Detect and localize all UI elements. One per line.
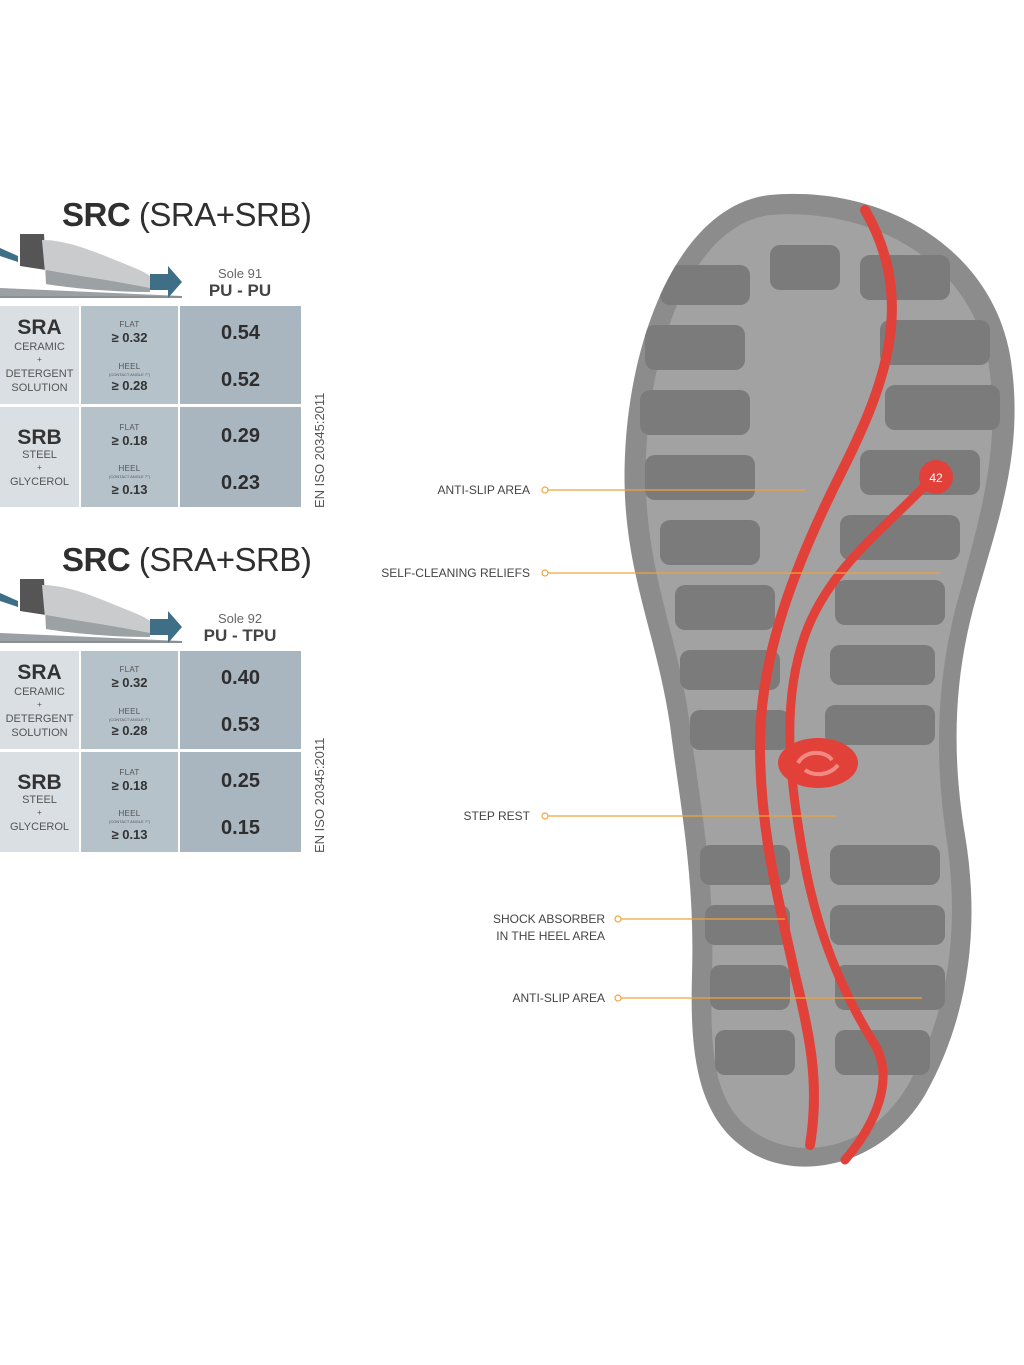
category-code: SRB (17, 771, 62, 794)
requirement-cell (81, 651, 178, 749)
heel-note: (CONTACT ANGLE 7°) (108, 372, 150, 377)
category-detail: CERAMIC (14, 341, 65, 353)
red-stripe-left (754, 205, 897, 1150)
requirement-cell (81, 752, 178, 852)
red-stripe-right (785, 470, 940, 1165)
callout-anti-slip-area-heel: ANTI-SLIP AREA (512, 991, 605, 1005)
heel-value: 0.15 (221, 817, 260, 839)
size-badge (919, 460, 953, 494)
size-mark: 42 (929, 471, 943, 485)
value-cell (180, 651, 301, 749)
heel-requirement: ≥ 0.13 (111, 482, 148, 497)
flat-value: 0.25 (221, 770, 260, 792)
heel-label: HEEL (118, 464, 141, 473)
category-detail: + (37, 355, 42, 364)
category-cell (0, 651, 79, 749)
requirement-cell (81, 407, 178, 507)
slip-resistance-panel-1: SRC (SRA+SRB) Sole 91 PU - PU SRA CERAMI… (0, 196, 340, 536)
heel-requirement: ≥ 0.28 (111, 723, 148, 738)
category-detail: DETERGENT (5, 713, 74, 725)
brand-logo-icon (778, 738, 858, 788)
category-cell (0, 407, 79, 507)
callout-line: IN THE HEEL AREA (496, 929, 605, 943)
flat-label: FLAT (119, 768, 140, 777)
callout-shock-absorber: SHOCK ABSORBER IN THE HEEL AREA (493, 911, 605, 945)
flat-value: 0.40 (221, 667, 260, 689)
sole-name: Sole 92 (217, 611, 263, 626)
heel-note: (CONTACT ANGLE 7°) (108, 474, 150, 479)
heel-note: (CONTACT ANGLE 7°) (108, 819, 150, 824)
category-code: SRB (17, 426, 62, 449)
category-code: SRA (17, 316, 62, 339)
flat-requirement: ≥ 0.18 (111, 778, 148, 793)
flat-label: FLAT (119, 665, 140, 674)
category-detail: GLYCEROL (9, 476, 70, 488)
heel-value: 0.23 (221, 472, 260, 494)
category-cell (0, 752, 79, 852)
heel-requirement: ≥ 0.28 (111, 378, 148, 393)
value-cell (180, 306, 301, 404)
heel-requirement: ≥ 0.13 (111, 827, 148, 842)
category-detail: SOLUTION (11, 382, 68, 394)
slip-resistance-panel-2: SRC (SRA+SRB) Sole 92 PU - TPU SRA CERAM… (0, 541, 340, 881)
flat-requirement: ≥ 0.32 (111, 675, 148, 690)
category-detail: SOLUTION (11, 727, 68, 739)
flat-requirement: ≥ 0.32 (111, 330, 148, 345)
heel-note: (CONTACT ANGLE 7°) (108, 717, 150, 722)
category-detail: + (37, 808, 42, 817)
flat-label: FLAT (119, 320, 140, 329)
heel-value: 0.53 (221, 714, 260, 736)
category-detail: CERAMIC (14, 686, 65, 698)
heel-label: HEEL (118, 362, 141, 371)
sole-name: Sole 91 (217, 266, 263, 281)
category-code: SRA (17, 661, 62, 684)
callout-step-rest: STEP REST (463, 809, 530, 823)
value-cell (180, 752, 301, 852)
value-cell (180, 407, 301, 507)
flat-requirement: ≥ 0.18 (111, 433, 148, 448)
category-detail: GLYCEROL (9, 821, 70, 833)
heel-label: HEEL (118, 707, 141, 716)
requirement-cell (81, 306, 178, 404)
category-detail: STEEL (22, 794, 57, 806)
flat-value: 0.29 (221, 425, 260, 447)
category-detail: DETERGENT (5, 368, 74, 380)
sole-material: PU - PU (208, 281, 272, 300)
heel-value: 0.52 (221, 369, 260, 391)
category-cell (0, 306, 79, 404)
panel-title: SRC (SRA+SRB) (62, 196, 312, 233)
flat-value: 0.54 (221, 322, 260, 344)
category-detail: + (37, 463, 42, 472)
callout-self-cleaning-reliefs: SELF-CLEANING RELIEFS (381, 566, 530, 580)
shoe-on-slope-icon (0, 234, 182, 298)
callout-anti-slip-area: ANTI-SLIP AREA (437, 483, 530, 497)
heel-label: HEEL (118, 809, 141, 818)
panel-title: SRC (SRA+SRB) (62, 541, 312, 578)
category-detail: STEEL (22, 449, 57, 461)
flat-label: FLAT (119, 423, 140, 432)
shoe-sole-illustration: 42 (624, 193, 1015, 1167)
tread-pattern (640, 245, 1000, 1075)
sole-material: PU - TPU (203, 626, 277, 645)
callout-line: SHOCK ABSORBER (492, 912, 605, 926)
shoe-on-slope-icon (0, 579, 182, 643)
category-detail: + (37, 700, 42, 709)
